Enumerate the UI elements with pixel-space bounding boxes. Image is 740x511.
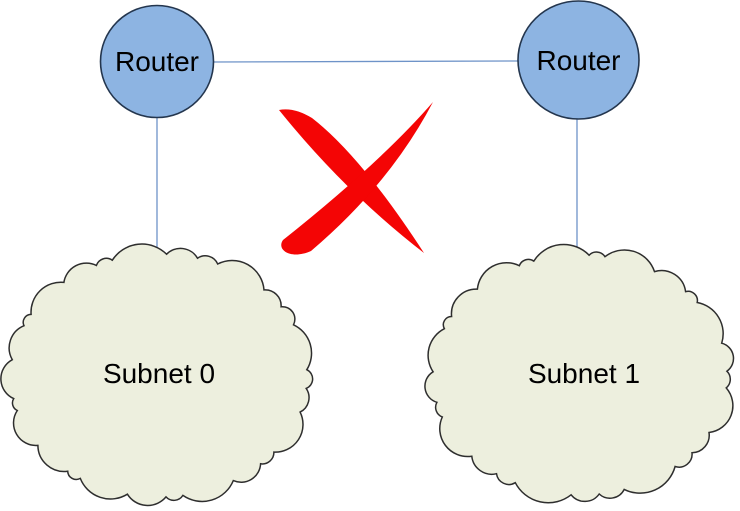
- subnet1-label: Subnet 1: [528, 358, 640, 389]
- red-x-stroke-tlbr: [279, 109, 424, 253]
- subnet1-cloud: [424, 243, 735, 504]
- red-x-stroke-trbl: [281, 102, 433, 255]
- router0-label: Router: [115, 46, 199, 77]
- router1-node: [517, 0, 640, 120]
- subnet0-label: Subnet 0: [103, 358, 215, 389]
- router0-node: [99, 4, 215, 119]
- link-router0-router1: [212, 60, 520, 63]
- red-x-icon: [279, 102, 433, 255]
- router1-label: Router: [536, 45, 620, 76]
- subnet0-cloud: [0, 243, 314, 507]
